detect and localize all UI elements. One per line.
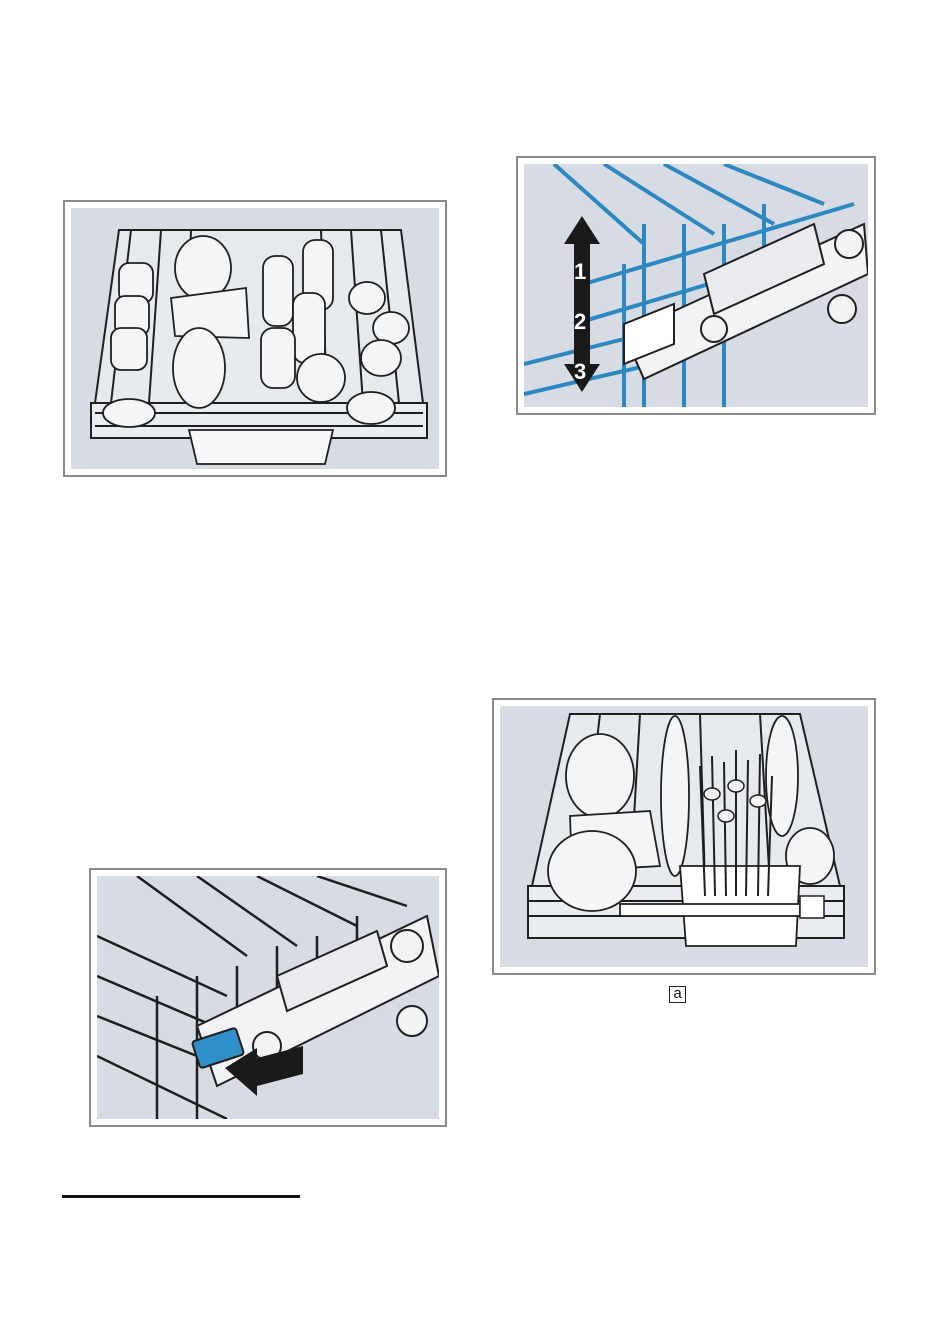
height-adjust-illustration: 1 2 3 [524,164,868,407]
release-button-illustration [97,876,439,1119]
height-level-3: 3 [574,359,586,384]
upper-basket-illustration [71,208,439,469]
figure-lower-basket-cutlery [492,698,876,975]
footnote-separator [62,1195,300,1198]
height-level-1: 1 [574,259,586,284]
figure-rack-height-adjust: 1 2 3 [516,156,876,415]
lower-basket-illustration [500,706,868,967]
callout-label-a: a [669,986,686,1003]
figure-upper-basket-loaded [63,200,447,477]
figure-rack-release-button [89,868,447,1127]
height-level-2: 2 [574,309,586,334]
